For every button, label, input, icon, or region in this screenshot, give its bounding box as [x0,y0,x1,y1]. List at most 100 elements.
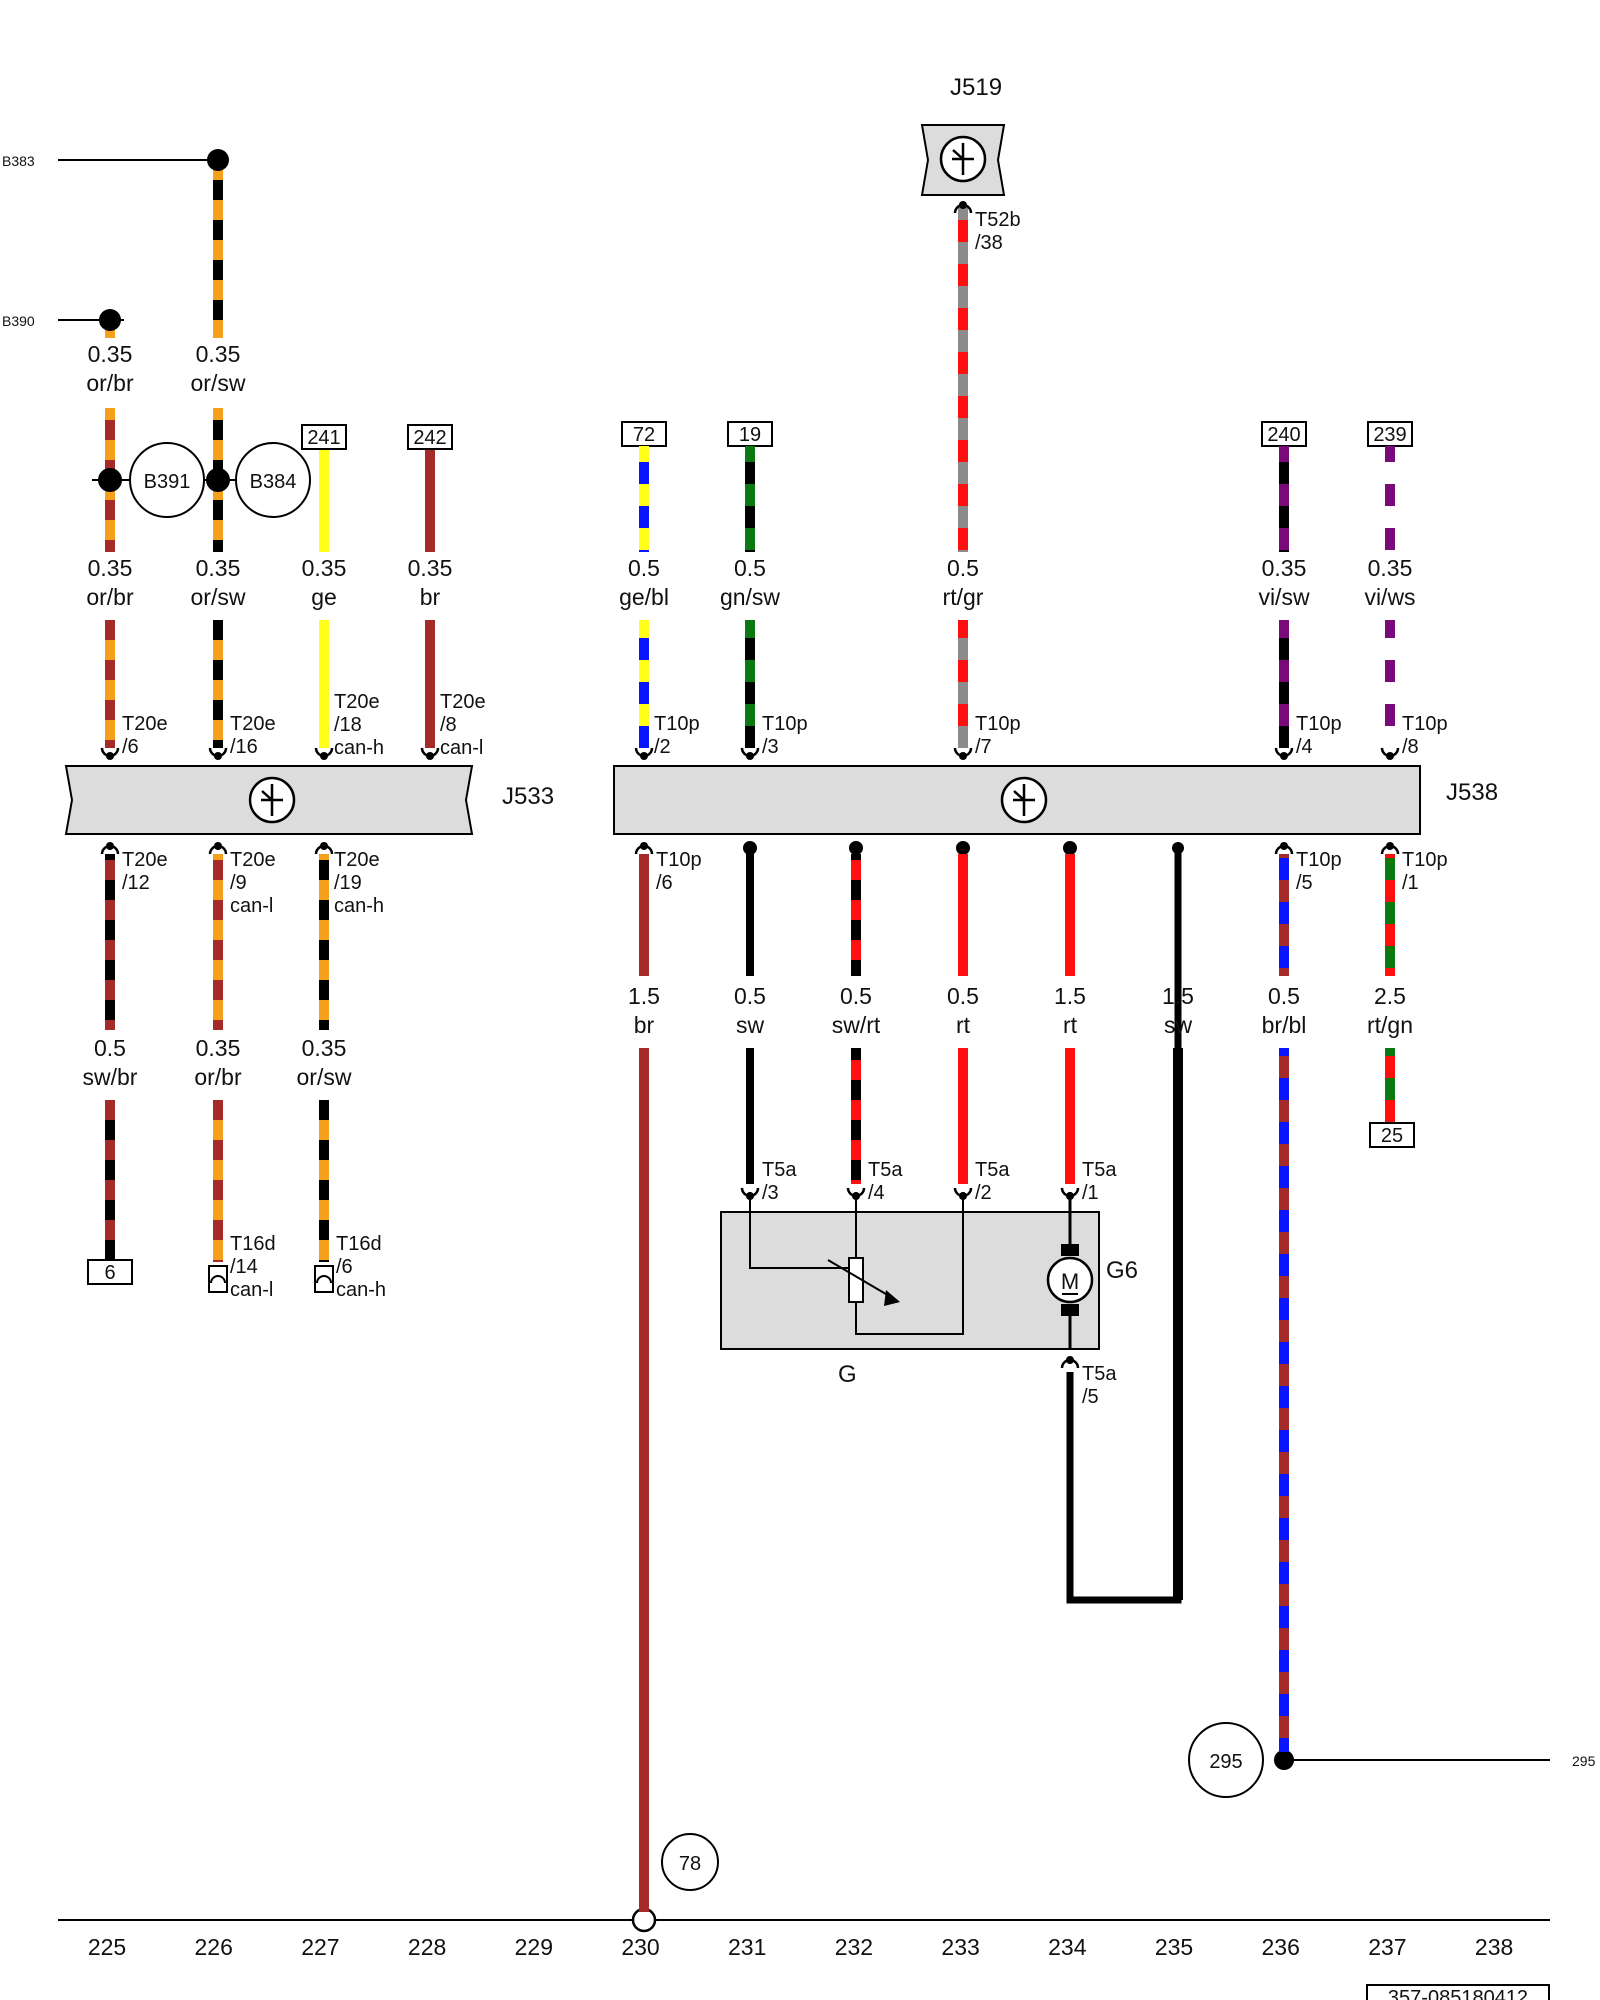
pin-p_t16d6-c: can-h [336,1279,386,1301]
wire-color-w225_top: or/br [86,370,134,396]
wire-color-w233_bot: rt [956,1012,971,1038]
track-236: 236 [1262,1934,1300,1960]
wire-size-w227_bot: 0.35 [302,1035,347,1061]
wire-230-to-ground [639,1048,649,1912]
wire-226-top [213,170,223,338]
splice-b384-label: B384 [250,471,297,493]
wire-color-w234_bot: rt [1063,1012,1078,1038]
pin-p237_bot-b: /1 [1402,872,1419,894]
wire-227-bottom [319,1100,329,1262]
pin-p236_top-b: /4 [1296,736,1313,758]
ref-295: 295 [1572,1753,1596,1769]
track-238: 238 [1475,1934,1513,1960]
track-237: 237 [1368,1934,1406,1960]
wire-size-w227_mid: 0.35 [302,555,347,581]
wire-233-lower-a [958,854,968,976]
wire-226-into-unit [213,620,223,748]
wire-color-w236_bot: br/bl [1262,1012,1307,1038]
wire-231-into-unit [745,620,755,748]
splice-b391 [129,442,205,518]
pin-p227_top-b: /18 [334,714,362,736]
motor-icon [1046,1256,1094,1304]
ref-box-label-r241: 241 [307,427,340,449]
ref-box-label-r72: 72 [633,424,655,446]
wire-228-into-unit [425,620,435,748]
wire-226-lower [213,854,223,1030]
wire-237-lower-a [1385,854,1395,976]
wire-232-lower-a [851,854,861,976]
wire-233-to-g [958,1048,968,1184]
pin-p228_top-a: T20e [440,691,486,713]
pin-p237_bot-a: T10p [1402,849,1448,871]
wire-237-to-25 [1385,1048,1395,1123]
wire-232-to-g [851,1048,861,1184]
pin-p227_top-c: can-h [334,737,384,759]
ref-b390: B390 [2,313,35,329]
wire-size-w231_bot: 0.5 [734,983,766,1009]
splice-b384 [235,442,311,518]
ref-box-r72 [621,421,667,447]
j519-label: J519 [950,74,1002,101]
pin-p_t5a1-a: T5a [1082,1159,1117,1181]
ref-box-label-r240: 240 [1267,424,1300,446]
splice-b391-label: B391 [144,471,191,493]
wire-color-w227_bot: or/sw [297,1064,352,1090]
wire-236-into-unit [1279,620,1289,748]
wire-size-w236_bot: 0.5 [1268,983,1300,1009]
pin-p226_bot-b: /9 [230,872,247,894]
wire-236-upper [1279,446,1289,552]
pin-p231_top-b: /3 [762,736,779,758]
wire-230-upper [639,446,649,552]
wire-230-into-unit [639,620,649,748]
pin-p_t5a3-b: /3 [762,1182,779,1204]
ref-box-r241 [301,424,347,450]
track-233: 233 [941,1934,979,1960]
wire-236-to-295 [1279,1048,1289,1752]
wire-231-upper [745,446,755,552]
pin-p236_bot-a: T10p [1296,849,1342,871]
pin-p_t5a5-a: T5a [1082,1363,1117,1385]
wire-226-bottom [213,1100,223,1262]
pin-p227_bot-a: T20e [334,849,380,871]
wire-size-w235_bot: 1.5 [1162,983,1194,1009]
pin-p225_top-a: T20e [122,713,168,735]
pin-p_t16d14-a: T16d [230,1233,276,1255]
wire-size-w230_mid: 0.5 [628,555,660,581]
pin-p225_bot-a: T20e [122,849,168,871]
wire-235-loop [1173,1048,1183,1600]
track-229: 229 [515,1934,553,1960]
wire-size-w234_bot: 1.5 [1054,983,1086,1009]
wire-231-to-g [746,1048,754,1184]
wire-color-w225_bot: sw/br [83,1064,138,1090]
pin-p_t5a3-a: T5a [762,1159,797,1181]
pin-p237_top-a: T10p [1402,713,1448,735]
wire-size-w236_mid: 0.35 [1262,555,1307,581]
pin-p_t16d6-a: T16d [336,1233,382,1255]
pin-p230_bot-a: T10p [656,849,702,871]
ref-box-r240 [1261,421,1307,447]
pin-p225_top-b: /6 [122,736,139,758]
wire-color-w236_mid: vi/sw [1258,584,1310,610]
wire-237-upper [1385,446,1395,552]
pin-p_t16d6-b: /6 [336,1256,353,1278]
ref-box-label-r19: 19 [739,424,761,446]
wire-color-w232_bot: sw/rt [832,1012,881,1038]
wire-size-w232_bot: 0.5 [840,983,872,1009]
pin-p_t5a2-b: /2 [975,1182,992,1204]
pin-p_j519-a: T52b [975,209,1021,231]
wire-230-lower-a [639,854,649,976]
wire-color-w225_mid: or/br [86,584,134,610]
wire-color-w226_top: or/sw [191,370,246,396]
wire-color-w235_bot: sw [1164,1012,1193,1038]
splice-dot-b391 [98,468,122,492]
wire-size-w231_mid: 0.5 [734,555,766,581]
pin-p226_bot-a: T20e [230,849,276,871]
wire-227-lower [319,854,329,1030]
connection-295-label: 295 [1209,1751,1242,1773]
track-235: 235 [1155,1934,1193,1960]
g6-label: G6 [1106,1257,1138,1284]
ref-box-25 [1369,1122,1415,1148]
connection-78 [661,1833,719,1891]
pin-p233_top-b: /7 [975,736,992,758]
